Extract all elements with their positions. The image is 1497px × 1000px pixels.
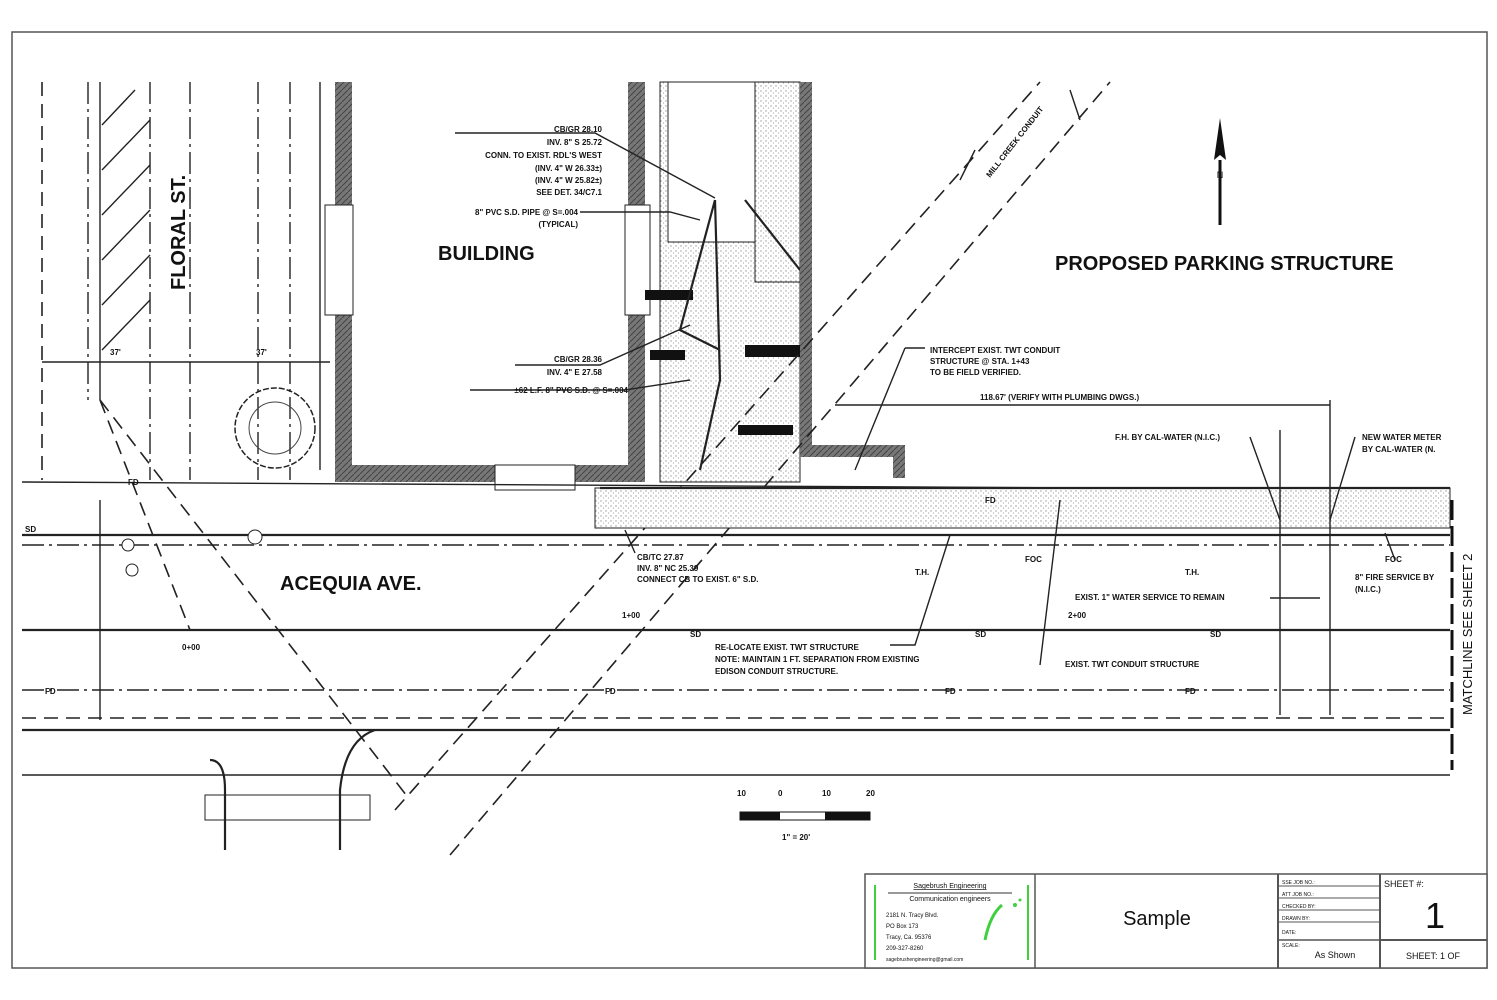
scale-value: As Shown: [1315, 950, 1356, 960]
twt-conduit-note: EXIST. TWT CONDUIT STRUCTURE: [1065, 660, 1200, 669]
note-pipe: 8" PVC S.D. PIPE @ S=.004 (TYPICAL): [475, 208, 579, 229]
conduit-line: [449, 81, 1111, 856]
svg-text:SD: SD: [1210, 630, 1221, 639]
svg-text:DATE:: DATE:: [1282, 930, 1296, 936]
water-service-note: EXIST. 1" WATER SERVICE TO REMAIN: [1075, 593, 1225, 602]
acequia-avenue-lines: [21, 399, 1454, 850]
svg-text:209-327-8260: 209-327-8260: [886, 946, 924, 952]
svg-text:Tracy, Ca. 95376: Tracy, Ca. 95376: [886, 935, 932, 941]
sheet-of: SHEET: 1 OF: [1406, 951, 1461, 961]
svg-text:RE-LOCATE EXIST. TWT STRUCTURE: RE-LOCATE EXIST. TWT STRUCTURE: [715, 643, 860, 652]
company-subtitle: Communication engineers: [909, 896, 991, 903]
parking-structure-label: PROPOSED PARKING STRUCTURE: [1055, 253, 1394, 275]
fire-service-note: 8" FIRE SERVICE BY: [1355, 573, 1435, 582]
svg-text:FD: FD: [45, 687, 56, 696]
svg-text:FD: FD: [945, 687, 956, 696]
svg-text:FD: FD: [128, 478, 139, 487]
foc-label-2: FOC: [1385, 555, 1402, 564]
svg-text:1" = 20': 1" = 20': [782, 833, 810, 842]
conduit-line: [394, 81, 1041, 811]
svg-text:(INV. 4" W 26.33±): (INV. 4" W 26.33±): [535, 164, 602, 173]
station-0: 0+00: [182, 643, 201, 652]
water-meter-note-2: BY CAL-WATER (N.: [1362, 445, 1435, 454]
water-meter-note: NEW WATER METER: [1362, 433, 1442, 442]
svg-text:(TYPICAL): (TYPICAL): [538, 220, 578, 229]
title-block: Sagebrush Engineering Communication engi…: [864, 873, 1488, 969]
svg-text:FD: FD: [1185, 687, 1196, 696]
fire-hydrant-note: F.H. BY CAL-WATER (N.I.C.): [1115, 433, 1220, 442]
svg-text:SHEET #:: SHEET #:: [1384, 879, 1424, 889]
building-label: BUILDING: [438, 243, 535, 265]
svg-text:NOTE: MAINTAIN 1 FT. SEPARATIO: NOTE: MAINTAIN 1 FT. SEPARATION FROM EXI…: [715, 655, 919, 664]
svg-text:FD: FD: [605, 687, 616, 696]
foc-label: FOC: [1025, 555, 1042, 564]
note-cb-low: CB/TC 27.87 INV. 8" NC 25.39 CONNECT CB …: [637, 553, 758, 584]
svg-text:SCALE:: SCALE:: [1282, 943, 1300, 949]
svg-text:INV. 8" S 25.72: INV. 8" S 25.72: [547, 138, 603, 147]
dimension-37-right: 37': [256, 348, 267, 357]
svg-text:EDISON CONDUIT STRUCTURE.: EDISON CONDUIT STRUCTURE.: [715, 667, 838, 676]
svg-text:CONN. TO EXIST. RDL'S WEST: CONN. TO EXIST. RDL'S WEST: [485, 151, 602, 160]
floral-street-lines: [41, 82, 330, 480]
svg-text:10: 10: [822, 789, 831, 798]
svg-text:ATT JOB NO.:: ATT JOB NO.:: [1282, 892, 1314, 898]
drawing-title: Sample: [1123, 908, 1191, 930]
svg-text:TO BE FIELD VERIFIED.: TO BE FIELD VERIFIED.: [930, 368, 1021, 377]
svg-text:20: 20: [866, 789, 875, 798]
sheet-border: [11, 31, 1488, 969]
svg-text:CB/TC 27.87: CB/TC 27.87: [637, 553, 684, 562]
svg-text:±62 L.F. 8" PVC S.D. @ S=.004: ±62 L.F. 8" PVC S.D. @ S=.004: [514, 386, 628, 395]
note-cb-top: CB/GR 28.10 INV. 8" S 25.72 CONN. TO EXI…: [485, 125, 602, 197]
north-arrow: [1214, 118, 1226, 225]
note-intercept: INTERCEPT EXIST. TWT CONDUIT STRUCTURE @…: [930, 346, 1060, 377]
svg-text:INTERCEPT EXIST. TWT CONDUIT: INTERCEPT EXIST. TWT CONDUIT: [930, 346, 1060, 355]
svg-text:SD: SD: [25, 525, 36, 534]
svg-text:0: 0: [778, 789, 783, 798]
svg-text:8" PVC S.D. PIPE @ S=.004: 8" PVC S.D. PIPE @ S=.004: [475, 208, 579, 217]
dimension-label: 118.67' (VERIFY WITH PLUMBING DWGS.): [980, 393, 1139, 402]
svg-text:CHECKED BY:: CHECKED BY:: [1282, 904, 1316, 910]
svg-text:SD: SD: [975, 630, 986, 639]
svg-text:(INV. 4" W 25.82±): (INV. 4" W 25.82±): [535, 176, 602, 185]
floral-street-label: FLORAL ST.: [168, 175, 190, 290]
svg-text:10: 10: [737, 789, 746, 798]
svg-text:CB/GR 28.10: CB/GR 28.10: [554, 125, 603, 134]
svg-text:CONNECT CB TO EXIST. 6" S.D.: CONNECT CB TO EXIST. 6" S.D.: [637, 575, 758, 584]
th-label: T.H.: [915, 568, 929, 577]
dimension-37-left: 37': [110, 348, 121, 357]
svg-text:FD: FD: [985, 496, 996, 505]
svg-text:2181 N. Tracy Blvd.: 2181 N. Tracy Blvd.: [886, 913, 939, 919]
svg-text:STRUCTURE @ STA. 1+43: STRUCTURE @ STA. 1+43: [930, 357, 1030, 366]
matchline-label: MATCHLINE SEE SHEET 2: [1460, 554, 1475, 715]
station-1: 1+00: [622, 611, 641, 620]
station-2: 2+00: [1068, 611, 1087, 620]
parking-structure-wall: [800, 82, 905, 478]
company-name: Sagebrush Engineering: [913, 883, 986, 890]
north-label: N: [1217, 170, 1224, 180]
svg-text:PO Box 173: PO Box 173: [886, 924, 919, 930]
acequia-avenue-label: ACEQUIA AVE.: [280, 573, 422, 595]
note-cb-mid: CB/GR 28.36 INV. 4" E 27.58 ±62 L.F. 8" …: [514, 355, 628, 395]
line-tags: SD SD SD SD FD FD FD FD FD FD: [25, 478, 1221, 696]
svg-text:DRAWN BY:: DRAWN BY:: [1282, 916, 1310, 922]
svg-text:SEE DET. 34/C7.1: SEE DET. 34/C7.1: [536, 188, 602, 197]
sheet-number: 1: [1425, 895, 1445, 936]
scale-bar: 10 0 10 20 1" = 20': [737, 789, 875, 842]
svg-text:INV. 8" NC 25.39: INV. 8" NC 25.39: [637, 564, 699, 573]
svg-text:SD: SD: [690, 630, 701, 639]
company-logo-swoosh: [983, 903, 1004, 941]
svg-text:sagebrushengineering@gmail.com: sagebrushengineering@gmail.com: [886, 957, 963, 963]
svg-text:SSE JOB NO.:: SSE JOB NO.:: [1282, 880, 1315, 886]
svg-text:CB/GR 28.36: CB/GR 28.36: [554, 355, 603, 364]
th-label-2: T.H.: [1185, 568, 1199, 577]
tree-icon: [234, 387, 316, 469]
building-interior: [352, 82, 628, 465]
fire-service-note-2: (N.I.C.): [1355, 585, 1381, 594]
note-relocate: RE-LOCATE EXIST. TWT STRUCTURE NOTE: MAI…: [715, 643, 919, 676]
svg-text:INV. 4" E 27.58: INV. 4" E 27.58: [547, 368, 603, 377]
